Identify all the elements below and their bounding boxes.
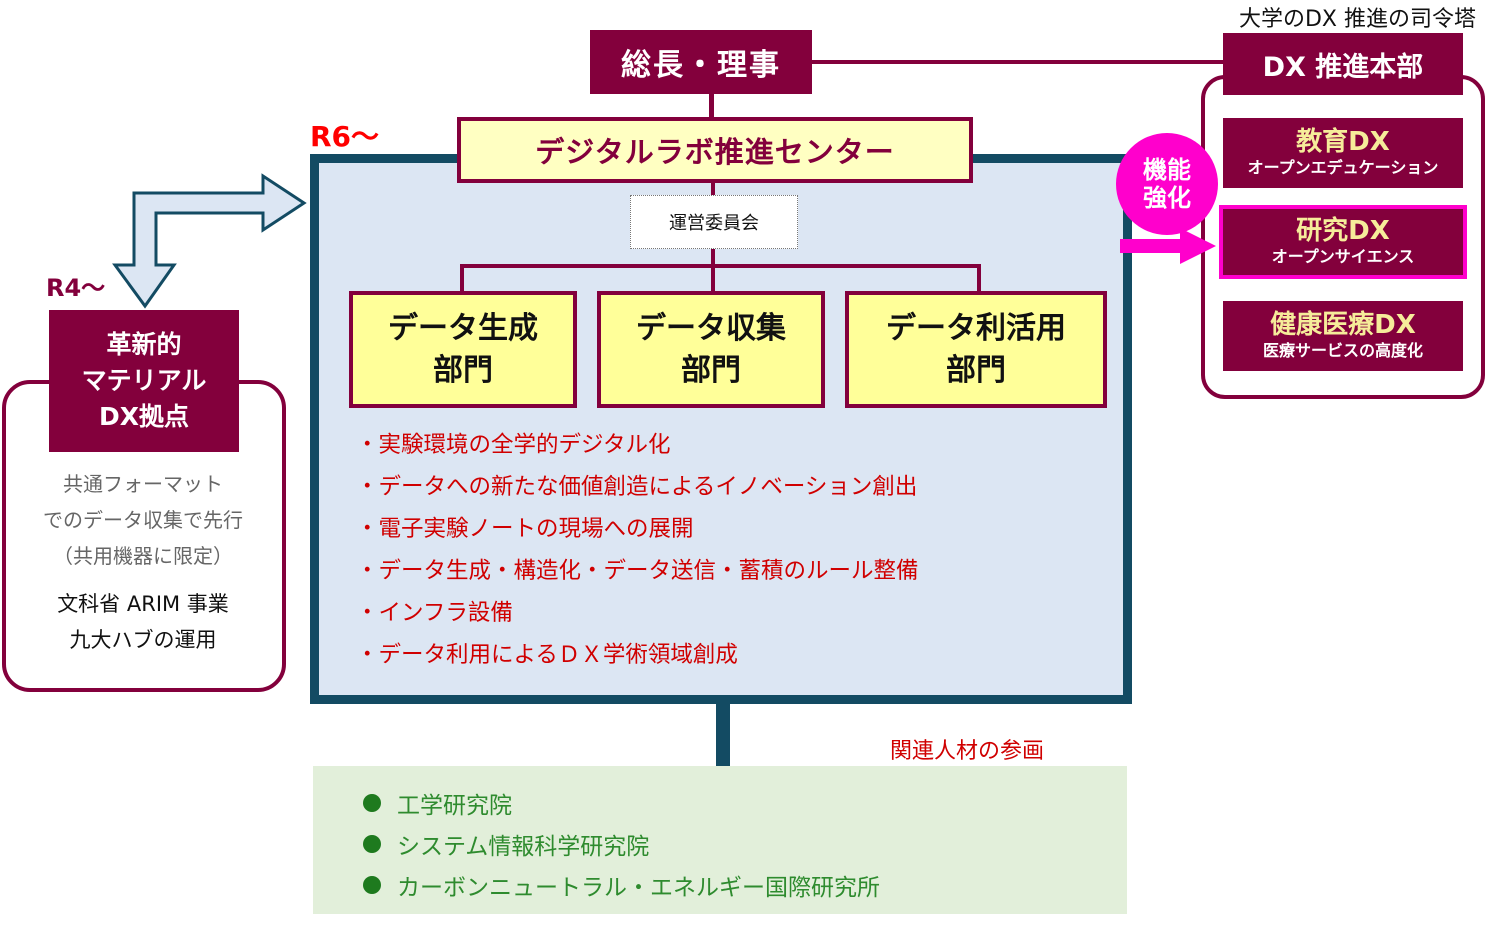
- hub-line: マテリアル: [81, 366, 207, 395]
- dept-line1: データ収集: [636, 310, 786, 346]
- connector-dept1: [460, 264, 464, 292]
- institute-item: カーボンニュートラル・エネルギー国際研究所: [363, 868, 880, 902]
- dept-line2: 部門: [681, 352, 741, 388]
- dx-hq-caption: 大学のDX 推進の司令塔: [1238, 7, 1476, 32]
- institute-name: システム情報科学研究院: [397, 834, 650, 860]
- goal-item: ・電子実験ノートの現場への展開: [356, 516, 694, 542]
- digital-lab-center-title: デジタルラボ推進センター: [457, 117, 973, 183]
- center-goals-list: ・実験環境の全学的デジタル化 ・データへの新たな価値創造によるイノベーション創出…: [356, 424, 1096, 676]
- r4-since-label: R4〜: [46, 274, 106, 302]
- hub-desc-line: （共用機器に限定）: [53, 544, 233, 568]
- hub-desc-line: 共通フォーマット: [63, 472, 223, 496]
- president-board-box: 総長・理事: [590, 30, 812, 94]
- education-dx-subtitle: オープンエデュケーション: [1247, 158, 1439, 177]
- dx-hq-box: DX 推進本部: [1223, 33, 1463, 95]
- bullet-dot-icon: [363, 794, 381, 812]
- hub-program-line: 九大ハブの運用: [69, 628, 217, 652]
- materials-dx-hub-box: 革新的 マテリアル DX拠点: [49, 310, 239, 452]
- connector-center-committee: [711, 183, 715, 195]
- hub-description: 共通フォーマット でのデータ収集で先行 （共用機器に限定）: [10, 466, 276, 574]
- goal-item: ・実験環境の全学的デジタル化: [356, 432, 671, 458]
- dept-line2: 部門: [946, 352, 1006, 388]
- connector-president-dxhq: [812, 60, 1224, 64]
- bidirectional-bent-arrow-icon: [112, 173, 307, 309]
- connector-dept3: [977, 264, 981, 292]
- institute-name: 工学研究院: [397, 793, 512, 819]
- dept-line1: データ利活用: [886, 310, 1066, 346]
- connector-dept-bus: [460, 264, 981, 268]
- hub-program-line: 文科省 ARIM 事業: [57, 592, 229, 616]
- hub-program: 文科省 ARIM 事業 九大ハブの運用: [10, 586, 276, 658]
- connector-center-related: [716, 700, 730, 768]
- health-dx-box: 健康医療DX 医療サービスの高度化: [1223, 301, 1463, 371]
- hub-line: DX拠点: [98, 402, 190, 431]
- enhance-badge: 機能 強化: [1116, 133, 1218, 235]
- enhance-badge-line2: 強化: [1143, 184, 1191, 212]
- hub-desc-line: でのデータ収集で先行: [43, 508, 243, 532]
- goal-item: ・データへの新たな価値創造によるイノベーション創出: [356, 474, 918, 500]
- research-dx-subtitle: オープンサイエンス: [1271, 247, 1415, 266]
- data-generation-dept: データ生成 部門: [349, 291, 577, 408]
- research-dx-title: 研究DX: [1296, 216, 1390, 246]
- education-dx-title: 教育DX: [1296, 127, 1390, 157]
- connector-committee-depts: [711, 249, 715, 293]
- health-dx-title: 健康医療DX: [1270, 310, 1416, 340]
- bullet-dot-icon: [363, 876, 381, 894]
- education-dx-box: 教育DX オープンエデュケーション: [1223, 118, 1463, 188]
- institute-item: システム情報科学研究院: [363, 827, 649, 861]
- data-collection-dept: データ収集 部門: [597, 291, 825, 408]
- institute-item: 工学研究院: [363, 786, 512, 820]
- r6-since-label: R6〜: [310, 120, 380, 153]
- steering-committee-box: 運営委員会: [630, 195, 798, 249]
- magenta-arrow-icon: [1120, 228, 1216, 264]
- enhance-badge-line1: 機能: [1143, 156, 1191, 184]
- data-utilization-dept: データ利活用 部門: [845, 291, 1107, 408]
- bullet-dot-icon: [363, 835, 381, 853]
- related-institutes-box: 工学研究院 システム情報科学研究院 カーボンニュートラル・エネルギー国際研究所: [313, 766, 1127, 914]
- health-dx-subtitle: 医療サービスの高度化: [1262, 341, 1423, 360]
- goal-item: ・データ生成・構造化・データ送信・蓄積のルール整備: [356, 558, 919, 584]
- institute-name: カーボンニュートラル・エネルギー国際研究所: [397, 875, 880, 901]
- hub-line: 革新的: [106, 330, 182, 359]
- goal-item: ・データ利用によるＤＸ学術領域創成: [356, 642, 738, 668]
- connector-president-center: [709, 94, 714, 118]
- goal-item: ・インフラ設備: [356, 600, 513, 626]
- participation-label: 関連人材の参画: [890, 739, 1045, 764]
- research-dx-box: 研究DX オープンサイエンス: [1219, 205, 1467, 279]
- dept-line1: データ生成: [388, 310, 538, 346]
- dept-line2: 部門: [433, 352, 493, 388]
